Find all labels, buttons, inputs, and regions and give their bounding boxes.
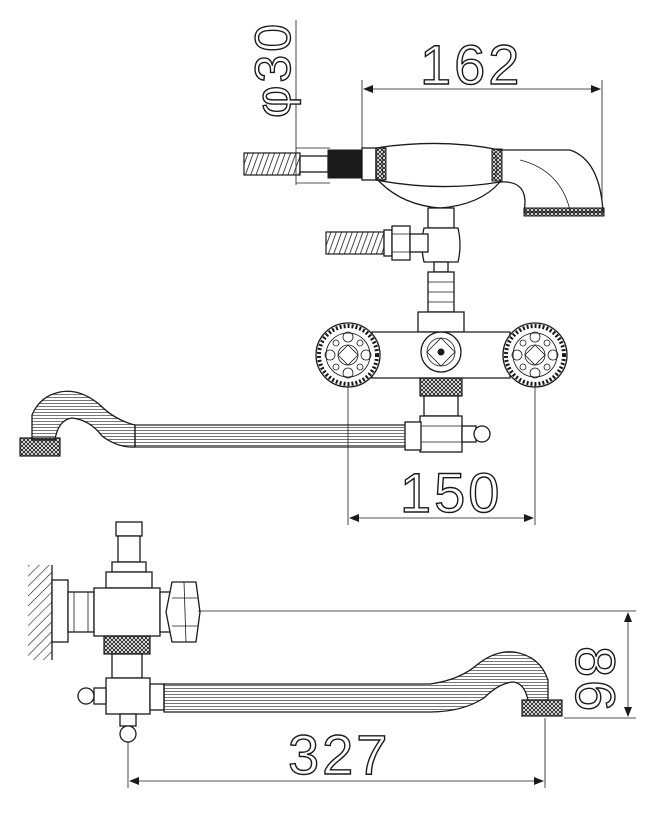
dimension-length-side: 327 bbox=[127, 718, 546, 788]
dimension-handle-spacing-label: 150 bbox=[400, 461, 502, 524]
spout-top-view bbox=[19, 390, 422, 457]
dimension-width-top-label: 162 bbox=[420, 33, 522, 96]
wall-connector bbox=[51, 579, 95, 643]
shower-holder-stem bbox=[325, 207, 461, 313]
spout-side-view bbox=[149, 651, 563, 717]
side-view: 86 327 bbox=[28, 521, 636, 788]
wall bbox=[28, 565, 53, 660]
dimension-width-top: 162 bbox=[361, 32, 603, 210]
dimension-diameter-label: φ30 bbox=[245, 21, 301, 118]
dimension-length-side-label: 327 bbox=[288, 723, 390, 786]
dimension-handle-spacing: 150 bbox=[347, 385, 536, 525]
dimension-height-side: 86 bbox=[198, 610, 636, 719]
hand-shower-hose bbox=[243, 147, 377, 181]
top-view: φ30 162 bbox=[19, 20, 605, 525]
diverter-side bbox=[77, 677, 151, 743]
handle-right bbox=[502, 322, 568, 388]
shower-outlet-side bbox=[105, 521, 153, 589]
mixer-body-side bbox=[93, 581, 201, 679]
handle-left bbox=[315, 322, 381, 388]
dimension-height-side-label: 86 bbox=[564, 646, 627, 714]
hand-shower bbox=[375, 142, 605, 217]
dimension-diameter: φ30 bbox=[244, 20, 330, 185]
mixer-body bbox=[371, 311, 511, 453]
